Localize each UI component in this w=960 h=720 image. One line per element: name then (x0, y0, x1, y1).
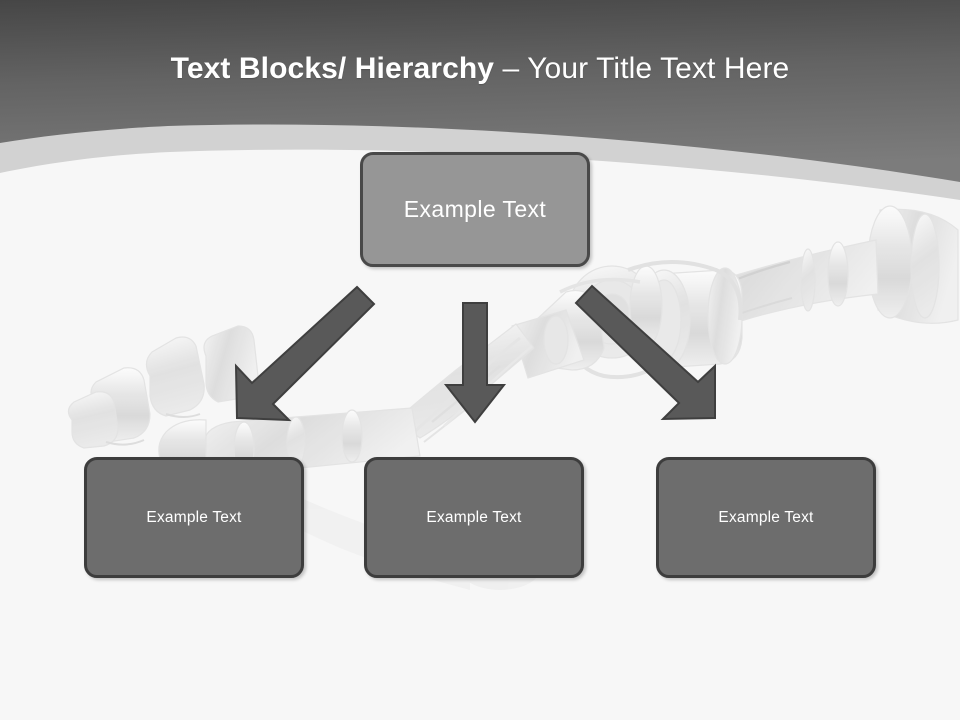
node-label-parent: Example Text (403, 196, 547, 222)
node-box-child-left[interactable]: Example Text (84, 457, 304, 578)
page-title: Text Blocks/ Hierarchy – Your Title Text… (0, 52, 960, 86)
node-box-parent[interactable]: Example Text (360, 152, 590, 267)
node-label-child-left: Example Text (146, 508, 242, 526)
node-label-child-right: Example Text (718, 508, 814, 526)
page-title-light: Your Title Text Here (527, 52, 790, 85)
arrow-down-left-icon (234, 285, 376, 422)
node-box-child-middle[interactable]: Example Text (364, 457, 584, 578)
page-title-separator: – (502, 52, 528, 85)
page-title-strong: Text Blocks/ Hierarchy (170, 52, 503, 85)
node-label-child-middle: Example Text (426, 508, 522, 526)
arrow-down-right-icon (574, 284, 716, 421)
arrow-down-icon (443, 302, 507, 424)
node-box-child-right[interactable]: Example Text (656, 457, 876, 578)
